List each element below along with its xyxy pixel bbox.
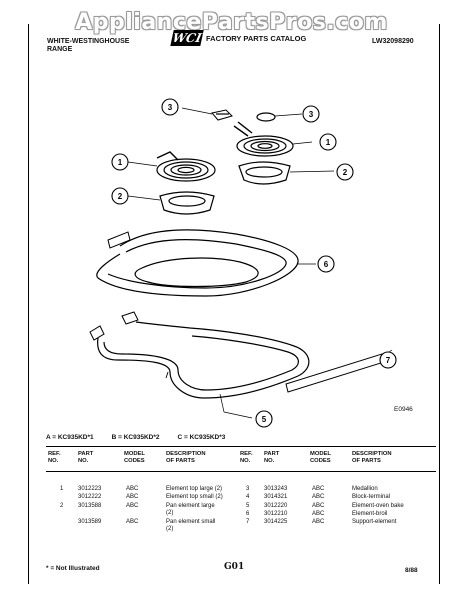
page-number: G01	[224, 562, 245, 572]
bake-element-part	[89, 311, 310, 419]
callout-4	[161, 98, 179, 116]
callout-1-left-label: 1	[118, 158, 123, 167]
right-surface-element	[233, 121, 313, 157]
medallion-part	[256, 112, 303, 122]
catalog-header: WCI FACTORY PARTS CATALOG	[170, 30, 307, 46]
site-watermark: AppliancePartsPros.com	[75, 10, 388, 35]
th-ref-right: REF.NO.	[240, 451, 253, 464]
drawing-code: E0946	[394, 406, 413, 413]
brand-name: WHITE-WESTINGHOUSE	[47, 38, 130, 45]
th-ref-left: REF.NO.	[48, 451, 61, 464]
callout-1-right-label: 1	[326, 138, 331, 147]
broil-element-part	[96, 229, 316, 297]
table-top-rule	[46, 446, 436, 447]
callout-2-left-label: 2	[118, 192, 123, 201]
table-header-rule	[46, 471, 436, 472]
terminal-block-part	[181, 107, 233, 121]
callout-1-left	[111, 153, 129, 171]
support-element-part	[285, 349, 393, 393]
product-type: RANGE	[47, 46, 73, 53]
doc-number: LW32098290	[372, 38, 414, 45]
footer-date: 8/88	[405, 567, 418, 574]
callout-2-left	[111, 187, 129, 205]
callout-2-right	[336, 163, 354, 181]
callout-2-right-label: 2	[343, 168, 348, 177]
model-b: B = KC935KD*2	[111, 434, 160, 441]
catalog-title: FACTORY PARTS CATALOG	[206, 33, 307, 43]
left-surface-element	[127, 151, 216, 182]
callout-7-label: 7	[386, 356, 391, 365]
callout-4-label: 3	[168, 103, 173, 112]
model-a: A = KC935KD*1	[46, 434, 94, 441]
right-drip-pan	[238, 161, 335, 185]
callout-1-right	[319, 133, 337, 151]
model-legend: A = KC935KD*1 B = KC935KD*2 C = KC935KD*…	[46, 434, 436, 441]
left-drip-pan	[127, 191, 215, 215]
callout-5	[255, 410, 273, 428]
callout-3-label: 3	[309, 110, 314, 119]
model-c: C = KC935KD*3	[177, 434, 226, 441]
brand-block: WHITE-WESTINGHOUSE RANGE	[47, 38, 129, 54]
callout-3	[302, 105, 320, 123]
callout-6-label: 6	[324, 260, 329, 269]
callout-7	[379, 351, 397, 369]
callout-6	[317, 255, 335, 273]
callout-5-label: 5	[262, 415, 267, 424]
catalog-sheet	[28, 24, 440, 584]
footer-note: * = Not Illustrated	[46, 565, 100, 572]
